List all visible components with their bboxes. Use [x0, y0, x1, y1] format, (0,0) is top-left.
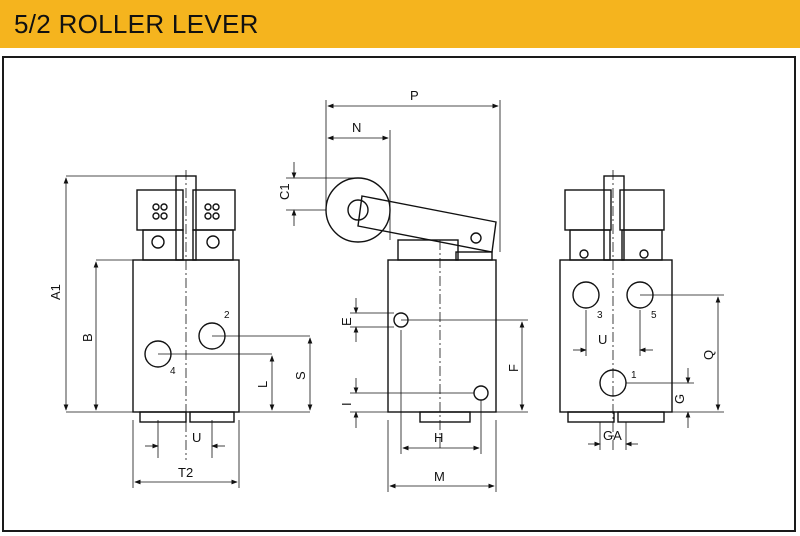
dim-c1-label: C1 [277, 183, 292, 200]
middle-view [325, 177, 497, 450]
dim-l-label: L [255, 381, 270, 388]
dim-u-left-label: U [192, 430, 201, 445]
left-clamp-left [142, 229, 184, 261]
left-dimensions [63, 175, 313, 488]
dim-e-label: E [339, 317, 354, 326]
dim-f-label: F [506, 364, 521, 372]
dim-b-label: B [80, 333, 95, 342]
dim-m-label: M [434, 469, 445, 484]
dim-s-label: S [293, 371, 308, 380]
dim-q-label: Q [701, 350, 716, 360]
title-banner: 5/2 ROLLER LEVER [0, 0, 800, 48]
port-3-label: 3 [597, 310, 603, 321]
dim-a1-label: A1 [48, 284, 63, 300]
page-title: 5/2 ROLLER LEVER [14, 9, 259, 39]
right-valve-body [559, 259, 673, 413]
dim-t2-label: T2 [178, 465, 193, 480]
right-view [559, 170, 673, 450]
dim-p-label: P [410, 88, 419, 103]
port-4-label: 4 [170, 366, 176, 377]
right-port-3 [572, 281, 600, 309]
dim-g-label: G [672, 394, 687, 404]
middle-port-i [473, 385, 489, 401]
middle-valve-body [387, 259, 497, 413]
dim-ga-label: GA [603, 428, 622, 443]
roller-wheel [325, 177, 391, 243]
port-5-label: 5 [651, 310, 657, 321]
dim-i-label: I [339, 402, 354, 406]
dim-u-right-label: U [598, 332, 607, 347]
port-1-label: 1 [631, 370, 637, 381]
port-2-label: 2 [224, 310, 230, 321]
dim-n-label: N [352, 120, 361, 135]
right-dimensions [573, 294, 724, 450]
middle-dimensions [286, 100, 528, 492]
drawing-frame [2, 56, 796, 532]
left-clamp-right [192, 229, 234, 261]
dim-h-label: H [434, 430, 443, 445]
right-stem [603, 175, 625, 261]
